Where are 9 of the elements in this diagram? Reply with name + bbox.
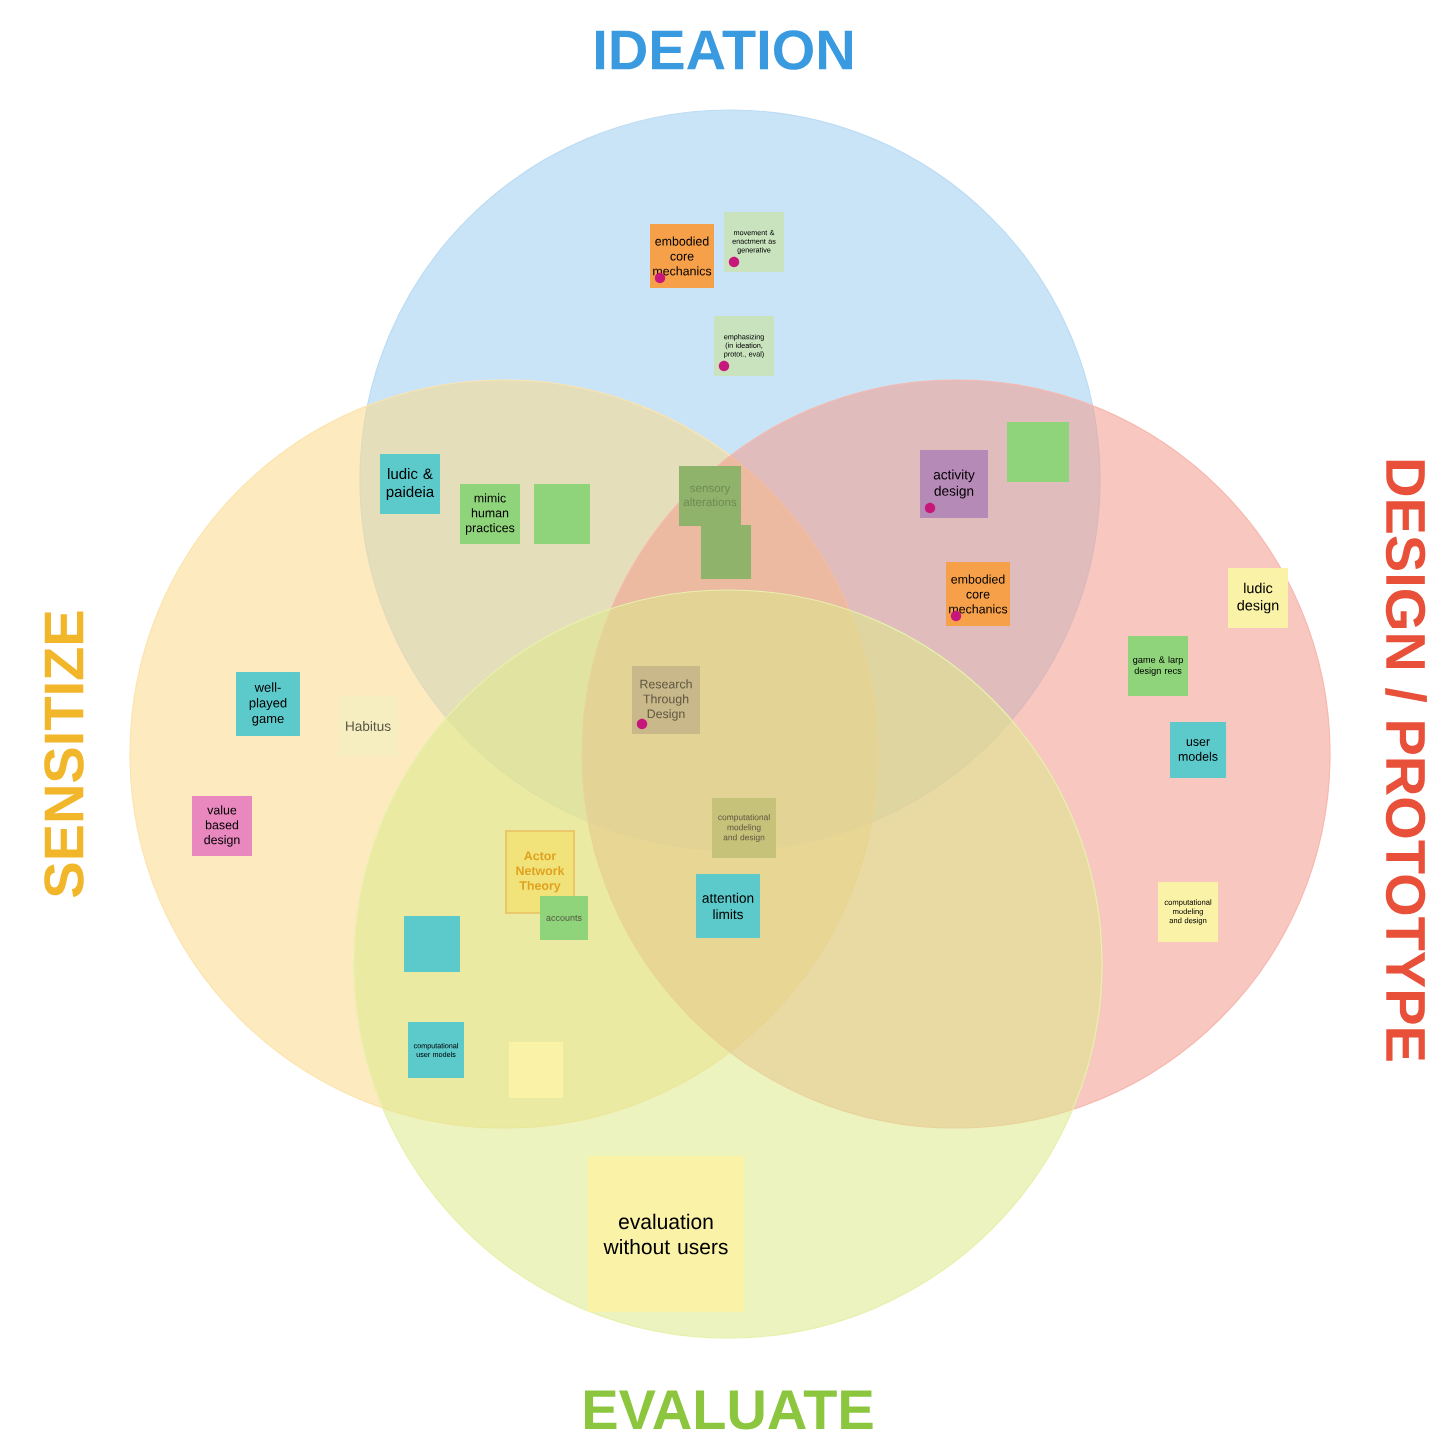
sticky-note xyxy=(701,525,751,579)
sticky-note: evaluation without users xyxy=(588,1156,744,1312)
circle-heading: DESIGN / PROTOTYPE xyxy=(1385,460,1427,1061)
sticky-note xyxy=(1007,422,1069,482)
circle-heading: IDEATION xyxy=(596,30,852,70)
sticky-note xyxy=(404,916,460,972)
sticky-note xyxy=(534,484,590,544)
circle-heading: EVALUATE xyxy=(585,1390,873,1430)
circle-heading: SENSITIZE xyxy=(44,611,84,898)
